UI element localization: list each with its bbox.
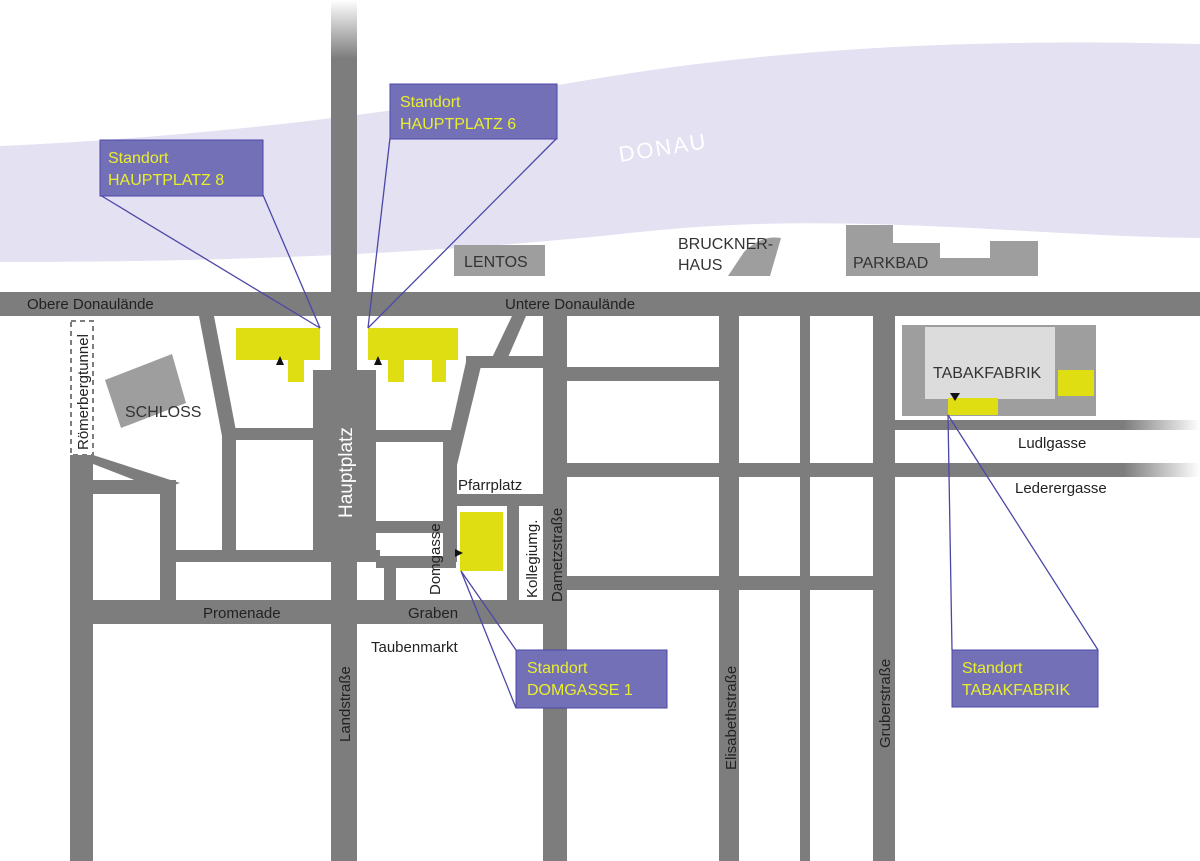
callout-tabakfabrik-line1: Standort — [962, 660, 1023, 677]
road-diagonal-west — [199, 316, 237, 436]
road-kollegium — [507, 500, 519, 602]
leader-domgasse-1-a — [460, 570, 517, 651]
label-domgasse: Domgasse — [427, 523, 444, 595]
tabakfabrik-complex: TABAKFABRIK — [902, 325, 1096, 416]
leader-hauptplatz-8-a — [99, 194, 321, 329]
leader-hauptplatz-8-b — [262, 194, 321, 329]
callout-hauptplatz-8-line2: HAUPTPLATZ 8 — [108, 172, 224, 189]
leader-hauptplatz-6-a — [367, 137, 391, 329]
roemerbergtunnel — [70, 320, 94, 456]
road-hauptplatz — [313, 370, 376, 562]
callout-domgasse-1-line1: Standort — [527, 660, 588, 677]
hauptplatz-6-marker-icon — [374, 356, 382, 365]
lentos-label: LENTOS — [464, 254, 528, 271]
road-west-vertical — [70, 455, 93, 861]
street-labels: Obere Donaulände Untere Donaulände Haupt… — [27, 296, 1107, 770]
parkbad-label: PARKBAD — [853, 255, 928, 272]
hauptplatz-8-building — [236, 328, 320, 382]
callout-hauptplatz-6-line2: HAUPTPLATZ 6 — [400, 116, 516, 133]
label-ludlgasse: Ludlgasse — [1018, 435, 1086, 452]
callout-tabakfabrik-box — [951, 649, 1099, 708]
label-elisabethstrasse: Elisabethstraße — [723, 666, 740, 770]
label-gruberstrasse: Gruberstraße — [877, 659, 894, 748]
callout-tabakfabrik-line2: TABAKFABRIK — [962, 682, 1071, 699]
road-gruberstrasse — [873, 316, 895, 861]
donau-river — [0, 42, 1200, 262]
road-domgasse-horiz — [376, 521, 446, 533]
callout-hauptplatz-8-box — [99, 139, 264, 197]
label-pfarrplatz: Pfarrplatz — [458, 477, 522, 494]
road-west-block-vert — [222, 436, 236, 560]
callout-hauptplatz-6-box — [389, 83, 558, 140]
brucknerhaus-label-1: BRUCKNER- — [678, 236, 773, 253]
riverside-landmarks: LENTOS BRUCKNER- HAUS PARKBAD — [454, 225, 1038, 276]
schloss-label: SCHLOSS — [125, 404, 201, 421]
road-west-inner-vert — [160, 480, 176, 605]
callout-domgasse-1-line2: DOMGASSE 1 — [527, 682, 633, 699]
road-east-block-horiz2 — [466, 356, 556, 368]
lentos-building — [454, 245, 545, 276]
road-small-horiz — [376, 556, 456, 568]
roemerbergtunnel-label: Römerbergtunnel — [75, 334, 92, 450]
label-graben: Graben — [408, 605, 458, 622]
callout-hauptplatz-6-line1: Standort — [400, 94, 461, 111]
label-landstrasse: Landstraße — [337, 666, 354, 742]
tabakfabrik-marker-icon — [950, 393, 960, 401]
label-promenade: Promenade — [203, 605, 281, 622]
road-diagonal-ne — [490, 316, 526, 362]
road-promenade — [93, 600, 555, 624]
label-taubenmarkt: Taubenmarkt — [371, 639, 459, 656]
tabakfabrik-highlight-2 — [948, 398, 998, 415]
road-lederergasse — [895, 463, 1200, 477]
hauptplatz-8-marker-icon — [276, 356, 284, 365]
label-hauptplatz: Hauptplatz — [336, 427, 357, 518]
callout-hauptplatz-6[interactable]: Standort HAUPTPLATZ 6 — [389, 83, 558, 140]
road-horiz-465 — [567, 463, 875, 477]
leader-tabakfabrik-a — [947, 414, 953, 651]
road-horiz-578 — [567, 576, 875, 590]
label-dametzstrasse: Dametzstraße — [549, 508, 566, 602]
callout-domgasse-1-box — [515, 649, 668, 709]
leader-tabakfabrik-b — [947, 414, 1099, 651]
hauptplatz-6-building — [368, 328, 458, 382]
road-dametzstrasse — [543, 316, 567, 861]
parkbad-building — [846, 225, 1038, 276]
schloss-building — [105, 354, 186, 428]
road-hauptplatz-neck — [331, 316, 357, 376]
road-mid-horiz — [160, 550, 380, 562]
leader-lines — [99, 137, 1099, 709]
tabakfabrik-inner — [925, 327, 1055, 399]
leader-domgasse-1-b — [460, 570, 517, 709]
leader-hauptplatz-6-b — [367, 137, 558, 329]
road-west-block-horiz — [222, 428, 317, 440]
location-buildings — [236, 328, 503, 571]
road-pfarrplatz-horiz — [443, 494, 553, 506]
tabakfabrik-label: TABAKFABRIK — [933, 365, 1042, 382]
road-horiz-370 — [567, 367, 719, 381]
tabakfabrik-highlight-1 — [1058, 370, 1094, 396]
road-east-block-horiz — [376, 430, 456, 442]
callout-hauptplatz-8-line1: Standort — [108, 150, 169, 167]
domgasse-1-building — [460, 512, 503, 571]
road-ludlgasse — [895, 420, 1200, 430]
callout-hauptplatz-8[interactable]: Standort HAUPTPLATZ 8 — [99, 139, 264, 197]
label-kollegiumg: Kollegiumg. — [524, 520, 541, 598]
callout-tabakfabrik[interactable]: Standort TABAKFABRIK — [951, 649, 1099, 708]
brucknerhaus-label-2: HAUS — [678, 257, 722, 274]
label-untere-donaulande: Untere Donaulände — [505, 296, 635, 313]
road-north — [331, 0, 357, 292]
callout-domgasse-1[interactable]: Standort DOMGASSE 1 — [515, 649, 668, 709]
brucknerhaus-building — [728, 237, 781, 276]
label-obere-donaulande: Obere Donaulände — [27, 296, 154, 313]
domgasse-1-marker-icon — [455, 549, 463, 557]
road-donaulande — [0, 292, 1200, 316]
road-west-inner-horiz — [93, 480, 163, 494]
label-lederergasse: Lederergasse — [1015, 480, 1107, 497]
